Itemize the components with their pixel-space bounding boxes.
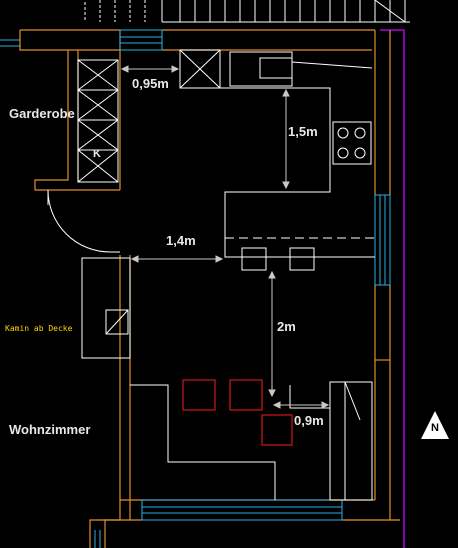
dimension-label-wardrobe-gap: 0,95m	[132, 76, 169, 91]
room-label-garderobe: Garderobe	[9, 106, 75, 121]
left-window-lines	[0, 39, 20, 47]
annotation-kamin: Kamin ab Decke	[5, 324, 73, 333]
north-label: N	[431, 422, 439, 434]
property-boundary	[380, 29, 405, 548]
north-arrow: N	[420, 410, 450, 440]
label-k-marker: K	[93, 148, 101, 160]
dimension-label-living-length: 2m	[277, 319, 296, 334]
dimension-label-sofa-gap: 0,9m	[294, 413, 324, 428]
north-arrow-icon	[421, 411, 449, 439]
dimension-label-passage-width: 1,4m	[166, 233, 196, 248]
dimension-label-kitchen-depth: 1,5m	[288, 124, 318, 139]
windows	[94, 29, 391, 548]
room-label-wohnzimmer: Wohnzimmer	[9, 422, 91, 437]
dimension-lines	[120, 65, 330, 409]
interior-lines	[47, 49, 375, 501]
outer-walls	[19, 29, 400, 548]
red-chairs	[182, 379, 293, 446]
stair-railing	[84, 0, 410, 23]
